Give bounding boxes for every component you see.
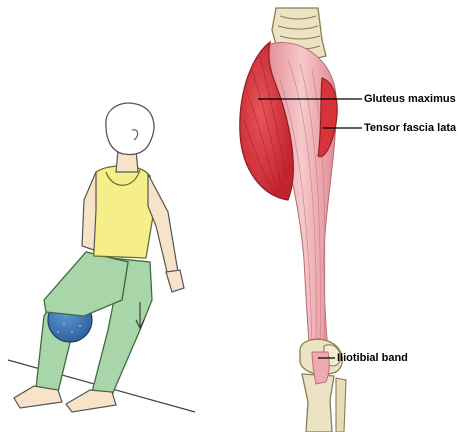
left-arm [82,172,96,250]
head [106,103,154,155]
shirt [92,166,154,258]
back-foot [66,390,116,412]
front-foot [14,386,62,408]
anatomy-figure [240,8,346,432]
right-arm [148,174,178,276]
label-gluteus-maximus: Gluteus maximus [364,93,456,105]
label-tensor-fascia-lata: Tensor fascia lata [364,122,456,134]
fibula [336,378,346,432]
label-iliotibial-band: Iliotibial band [337,352,408,364]
right-hand [166,270,184,292]
seated-person-figure [8,103,195,412]
